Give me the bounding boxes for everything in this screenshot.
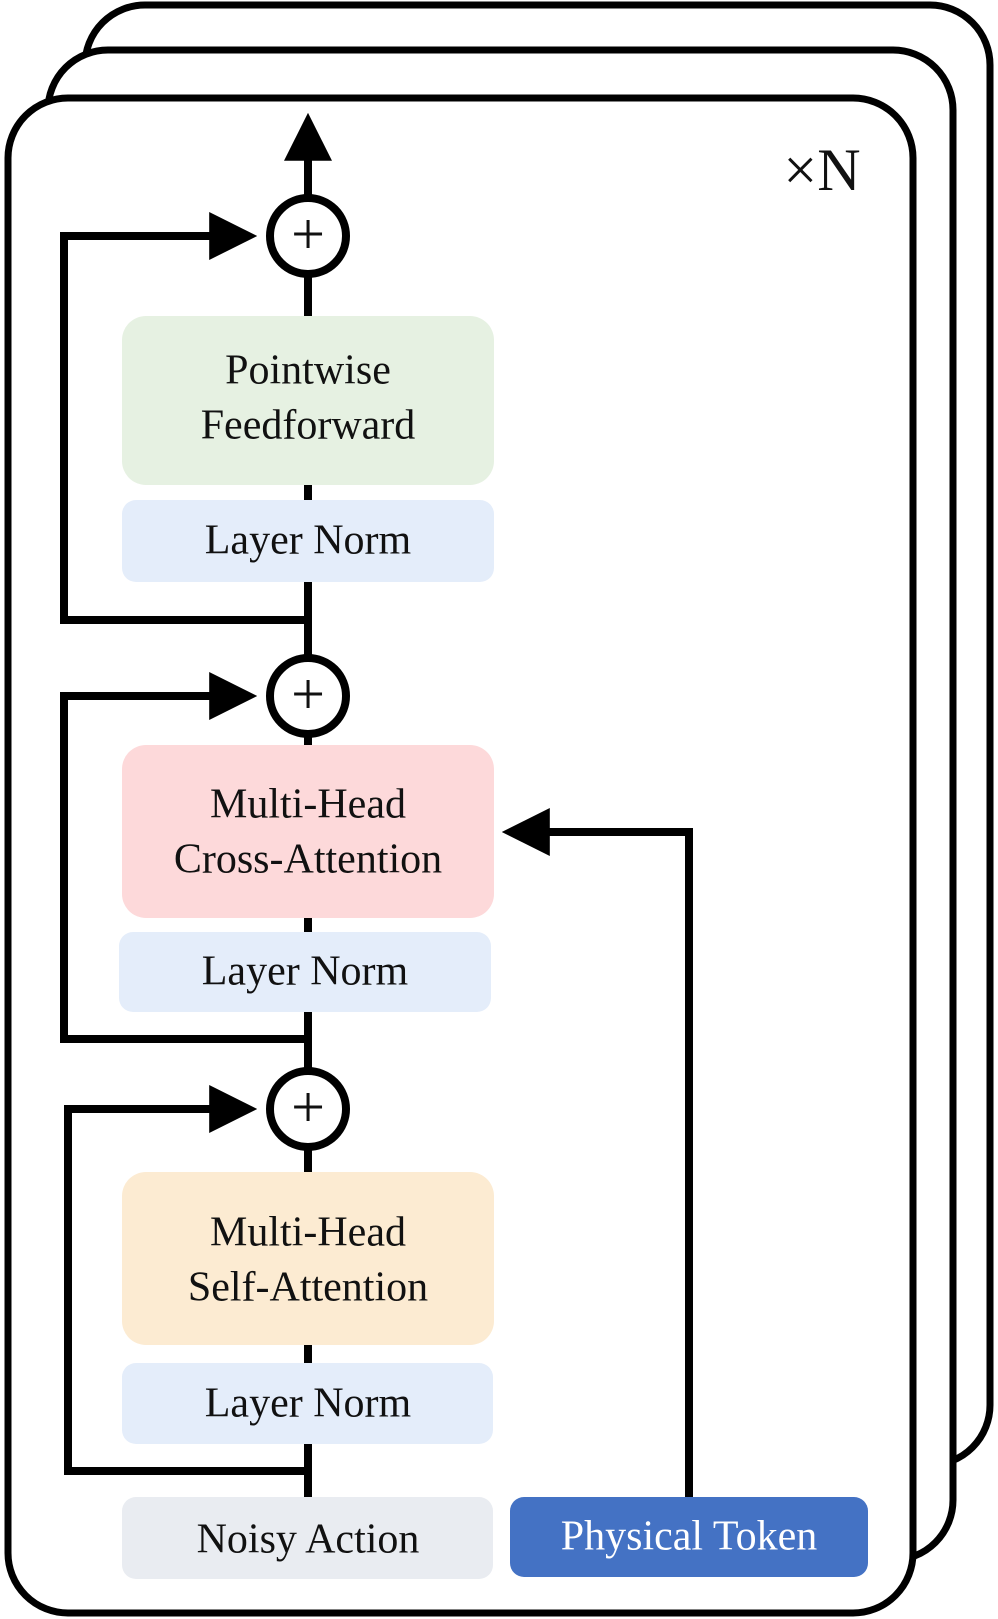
svg-text:+: + xyxy=(291,201,325,267)
multi-head-cross-attention-block: Multi-Head Cross-Attention xyxy=(122,745,494,918)
add-node-self-attention: + xyxy=(266,1067,350,1151)
noisy-action-input: Noisy Action xyxy=(122,1497,493,1579)
layer-norm-bottom: Layer Norm xyxy=(122,1363,493,1444)
feedforward-label-line2: Feedforward xyxy=(201,403,416,449)
add-node-cross-attention: + xyxy=(266,654,350,738)
svg-text:Layer Norm: Layer Norm xyxy=(205,518,412,564)
cross-attention-label-line2: Cross-Attention xyxy=(174,837,442,883)
layer-norm-top: Layer Norm xyxy=(122,500,494,582)
self-attention-label-line2: Self-Attention xyxy=(188,1265,428,1311)
svg-text:Physical Token: Physical Token xyxy=(561,1514,817,1560)
multi-head-self-attention-block: Multi-Head Self-Attention xyxy=(122,1172,494,1345)
stack-multiplier: ×N xyxy=(783,137,860,203)
residual-connection-self-attention xyxy=(64,1085,308,1475)
svg-text:Layer Norm: Layer Norm xyxy=(205,1381,412,1427)
svg-text:+: + xyxy=(291,661,325,727)
residual-connection-feedforward xyxy=(60,212,308,624)
svg-text:+: + xyxy=(291,1074,325,1140)
add-node-feedforward: + xyxy=(266,194,350,278)
residual-connection-cross-attention xyxy=(60,672,308,1043)
layer-norm-middle: Layer Norm xyxy=(119,932,491,1012)
physical-token-to-cross-attention xyxy=(501,808,693,1497)
self-attention-label-line1: Multi-Head xyxy=(210,1210,406,1256)
physical-token-input: Physical Token xyxy=(510,1497,868,1577)
svg-text:Layer Norm: Layer Norm xyxy=(202,949,409,995)
cross-attention-label-line1: Multi-Head xyxy=(210,782,406,828)
feedforward-label-line1: Pointwise xyxy=(225,348,391,394)
svg-text:Noisy Action: Noisy Action xyxy=(197,1517,420,1563)
pointwise-feedforward-block: Pointwise Feedforward xyxy=(122,316,494,485)
